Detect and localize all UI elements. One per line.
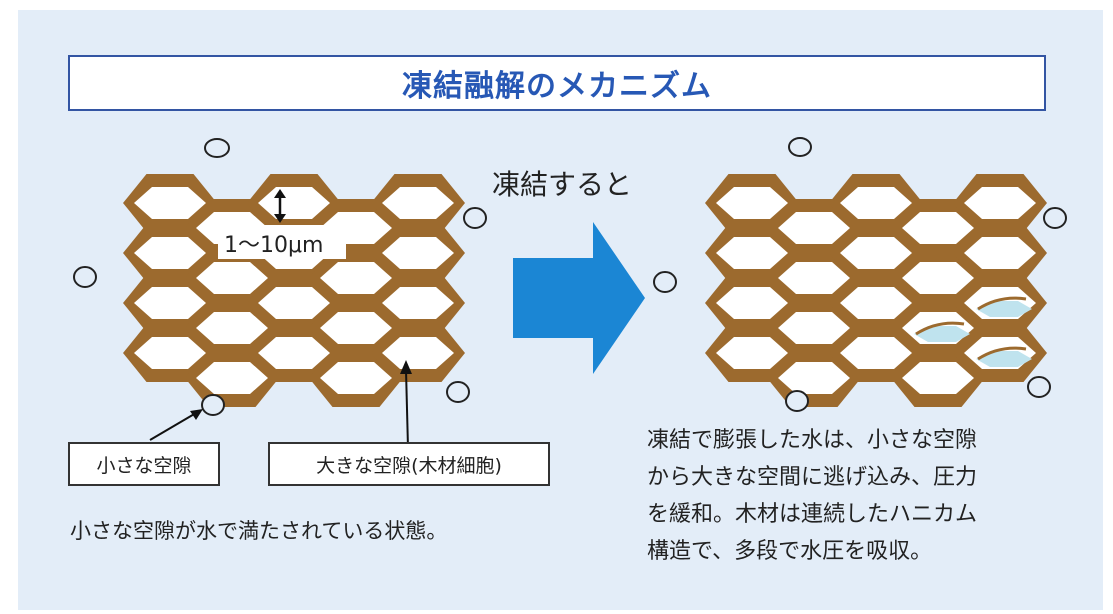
left-honeycomb (123, 174, 465, 407)
freeze-arrow (513, 222, 645, 374)
right-caption: 凍結で膨張した水は、小さな空隙 から大きな空間に逃げ込み、圧力 を緩和。木材は連… (647, 422, 977, 570)
cell-pore (320, 362, 392, 394)
cell-pore (902, 362, 974, 394)
left-caption: 小さな空隙が水で満たされている状態。 (70, 519, 448, 543)
cell-pore (382, 237, 454, 269)
cell-pore (716, 337, 788, 369)
cell-pore (778, 312, 850, 344)
ice-in-pore (914, 326, 970, 342)
cell-pore (778, 362, 850, 394)
diagram-title: 凍結融解のメカニズム (402, 69, 712, 104)
cell-pore (840, 237, 912, 269)
cell-pore (840, 337, 912, 369)
cell-pore (778, 262, 850, 294)
cell-pore (196, 312, 268, 344)
cell-pore (964, 237, 1036, 269)
cell-pore (382, 337, 454, 369)
small-pore-pointer (149, 409, 203, 441)
cell-pore (902, 212, 974, 244)
right-honeycomb (705, 174, 1047, 407)
ice-in-pore (976, 351, 1032, 367)
freeze-arrow-label: 凍結すると (492, 168, 633, 201)
title-box: 凍結融解のメカニズム (68, 55, 1046, 111)
pore-size-label: 1〜10μm (224, 233, 324, 258)
large-pore-label-box: 大きな空隙(木材細胞) (268, 442, 550, 486)
small-pore-label: 小さな空隙 (96, 454, 192, 477)
small-pore-label-box: 小さな空隙 (68, 442, 220, 486)
large-pore-pointer (400, 360, 412, 449)
pore-size-label-bg (218, 225, 346, 259)
cell-pore (778, 212, 850, 244)
cell-pore (840, 187, 912, 219)
cell-pore (716, 287, 788, 319)
right-caption-line: 凍結で膨張した水は、小さな空隙 (647, 428, 978, 453)
cell-pore (964, 187, 1036, 219)
cell-pore (134, 187, 206, 219)
cell-pore (258, 337, 330, 369)
cell-pore (196, 362, 268, 394)
cell-pore (320, 262, 392, 294)
cell-pore (840, 287, 912, 319)
small-pore-bubbles (73, 137, 1067, 416)
cell-pore (134, 237, 206, 269)
cell-pore (134, 337, 206, 369)
cell-pore (716, 237, 788, 269)
large-pore-label: 大きな空隙(木材細胞) (316, 454, 502, 477)
ice-in-pore (976, 301, 1032, 317)
right-caption-line: から大きな空間に逃げ込み、圧力 (647, 465, 978, 490)
right-caption-line: を緩和。木材は連続したハニカム (647, 502, 978, 527)
crack-line (915, 321, 965, 336)
cell-pore (382, 287, 454, 319)
crack-line (977, 296, 1027, 311)
cell-pore (196, 262, 268, 294)
cell-pore (902, 262, 974, 294)
cell-pore (382, 187, 454, 219)
right-caption-line: 構造で、多段で水圧を吸収。 (647, 539, 933, 564)
pore-height-arrow (274, 189, 286, 223)
cell-pore (716, 187, 788, 219)
cell-pore (134, 287, 206, 319)
cell-pore (320, 312, 392, 344)
crack-line (977, 346, 1027, 361)
cell-pore (258, 287, 330, 319)
